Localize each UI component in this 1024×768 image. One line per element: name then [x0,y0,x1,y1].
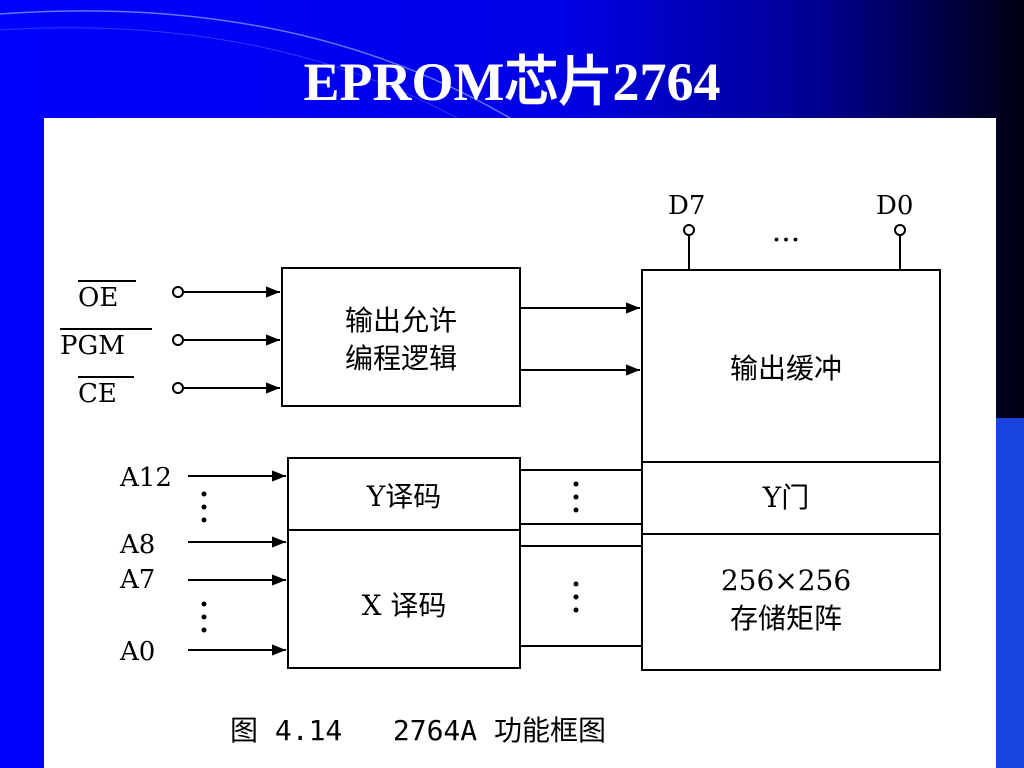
a7-label: A7 [119,565,155,595]
a12-label: A12 [119,463,172,493]
oe-pin-label: OE [78,283,118,313]
oe-pin [172,286,184,298]
a0-label: A0 [119,637,155,667]
ce-pin-label: CE [78,379,117,409]
ce-pin [172,382,184,394]
x-bus-ellipsis [573,581,579,613]
d7-pin [683,224,695,236]
output-enable-logic-block [281,267,521,407]
output-enable-logic-label-1: 输出允许 [345,304,457,337]
accent-bar [996,418,1024,768]
d0-pin [894,224,906,236]
output-buffer-label: 输出缓冲 [730,352,842,385]
pgm-pin [172,334,184,346]
slide-title: EPROM芯片2764 [303,52,721,112]
figure-panel: 输出允许 编程逻辑 输出缓冲 Y门 256×256 存储矩阵 Y译码 X 译码 … [44,118,996,768]
x-decoder-label: X 译码 [362,589,447,622]
figure-caption: 图 4.14 2764A 功能框图 [230,714,606,747]
block-diagram: 输出允许 编程逻辑 输出缓冲 Y门 256×256 存储矩阵 Y译码 X 译码 … [60,191,941,747]
a8-label: A8 [119,530,155,560]
address-ellipsis-upper [201,491,207,523]
x-decoder-block [287,529,521,669]
d7-label: D7 [668,191,705,221]
pgm-pin-label: PGM [60,331,125,361]
address-ellipsis-lower [201,601,207,633]
data-outputs-ellipsis: ··· [772,223,801,258]
y-bus-ellipsis [573,481,579,513]
y-gate-label: Y门 [762,481,810,514]
output-enable-logic-label-2: 编程逻辑 [345,342,457,375]
memory-array-label-2: 存储矩阵 [730,602,842,635]
d0-label: D0 [876,191,913,221]
y-decoder-label: Y译码 [366,480,442,513]
memory-array-label-1: 256×256 [721,564,851,597]
memory-array-block [641,533,941,671]
